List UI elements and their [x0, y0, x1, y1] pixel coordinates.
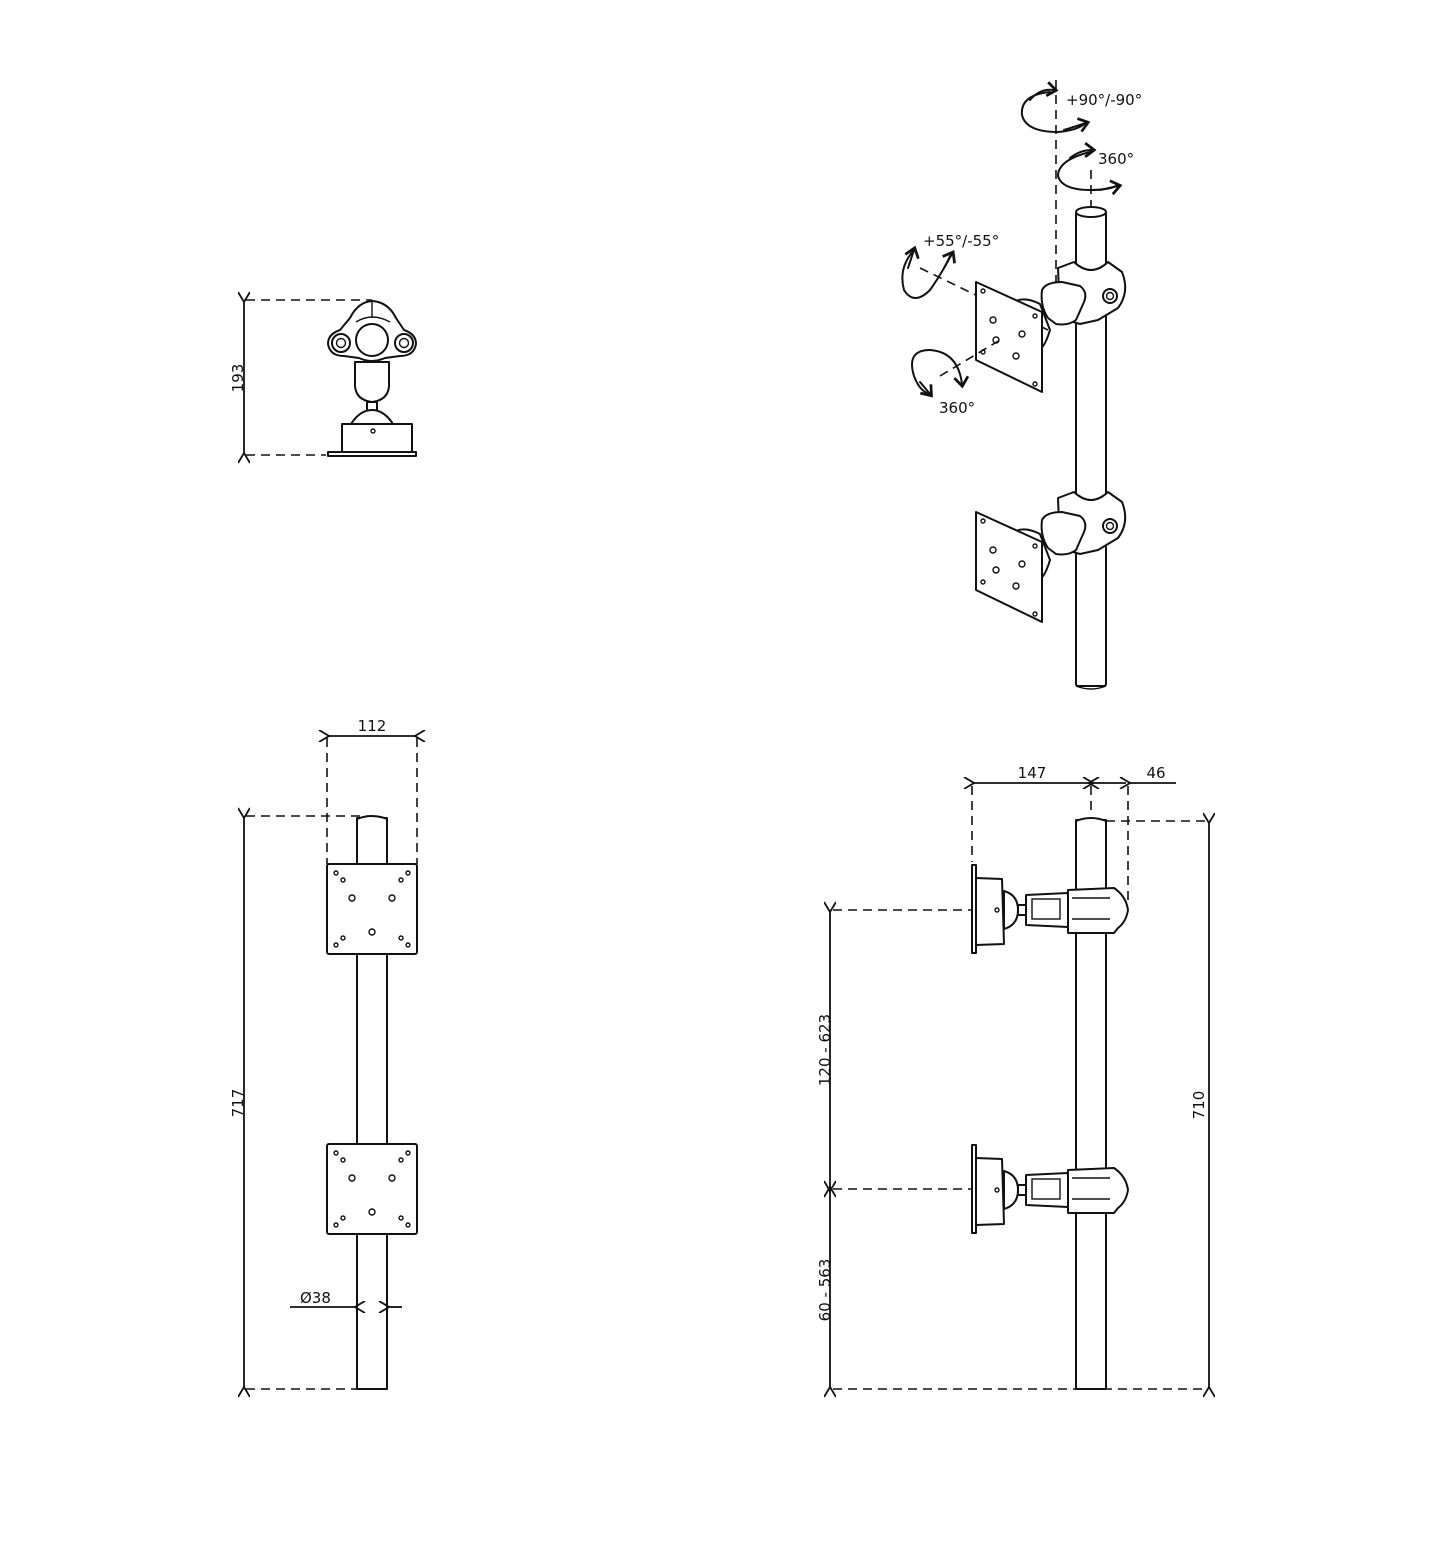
- rotation-label-pole: +90°/-90°: [1066, 91, 1142, 109]
- arm-upper: [971, 864, 1129, 954]
- front-view: 112 717 Ø38: [229, 717, 417, 1389]
- rotation-arrow-icon: [901, 249, 951, 299]
- arm-lower: [971, 1144, 1129, 1234]
- rotation-label-tilt: +55°/-55°: [923, 232, 999, 250]
- rotation-label-plate: 360°: [939, 399, 975, 417]
- rotation-arrow-icon: [911, 349, 931, 395]
- top-view: 193: [229, 300, 417, 457]
- dimension-label-lower-range: 60 - 563: [816, 1259, 834, 1322]
- dimension-label-112: 112: [358, 717, 387, 735]
- clamp-upper: [919, 261, 1127, 393]
- rotation-label-clamp: 360°: [1098, 150, 1134, 168]
- dimension-label-upper-range: 120 - 623: [816, 1014, 834, 1086]
- dimension-label-147: 147: [1018, 764, 1047, 782]
- side-view: 147 46 710 120 - 623 60 - 563: [816, 764, 1209, 1389]
- mount-plate-upper: [326, 863, 418, 955]
- dimension-label-193: 193: [229, 364, 247, 393]
- dimension-label-diameter: Ø38: [300, 1289, 331, 1307]
- dimension-label-710: 710: [1190, 1091, 1208, 1120]
- isometric-view: +90°/-90° 360° +55°/-55° 360°: [901, 80, 1142, 690]
- rotation-arrow-icon: [1020, 91, 1087, 133]
- dimension-label-46: 46: [1146, 764, 1165, 782]
- mount-plate-lower: [326, 1143, 418, 1235]
- clamp-lower: [975, 491, 1127, 623]
- clamp-top-view: [327, 300, 417, 457]
- dimension-label-717: 717: [229, 1089, 247, 1118]
